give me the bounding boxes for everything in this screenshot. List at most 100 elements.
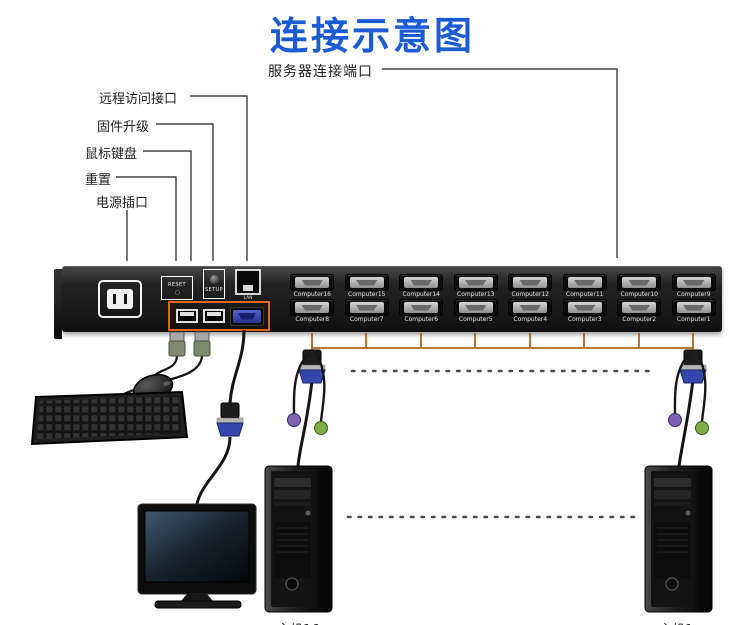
server-cable-bracket — [311, 333, 694, 352]
setup-button-icon — [209, 275, 219, 284]
reset-hole-icon — [174, 289, 180, 295]
mouse-graphic — [132, 373, 174, 403]
port-label: Computer16 — [293, 291, 331, 298]
usb-plug-icon — [168, 331, 186, 357]
vga-port-icon — [453, 274, 498, 291]
vga-face — [567, 302, 602, 313]
port-label: Computer4 — [513, 316, 548, 323]
keyboard-cable — [113, 355, 204, 400]
rack-ear — [54, 269, 62, 339]
server-ports-grid: Computer16 Computer8 Computer15 Computer… — [285, 274, 721, 324]
keyboard-graphic — [30, 390, 189, 446]
vga-face — [676, 277, 711, 288]
vga-port-icon — [399, 299, 444, 316]
port-column: Computer14 Computer6 — [394, 274, 449, 324]
vga-port-icon — [617, 299, 662, 316]
port-label: Computer13 — [457, 291, 495, 298]
rj45-icon — [235, 269, 261, 295]
usb-port-icon — [176, 309, 198, 323]
vga-face — [404, 277, 439, 288]
vga-port-icon — [344, 274, 389, 291]
vga-face — [349, 302, 384, 313]
port-column: Computer15 Computer7 — [340, 274, 395, 324]
port-column: Computer16 Computer8 — [285, 274, 340, 324]
vga-port-icon — [671, 299, 716, 316]
callout-remote-access: 远程访问接口 — [99, 92, 178, 107]
vga-port-icon — [290, 274, 335, 291]
port-label: Computer14 — [402, 291, 440, 298]
usb-port-icon — [203, 309, 225, 323]
vga-port-icon — [508, 299, 553, 316]
callout-lines — [116, 68, 618, 261]
vga-face — [622, 302, 657, 313]
port-label: Computer1 — [676, 316, 711, 323]
vga-port-icon — [290, 299, 335, 316]
vga-face — [295, 302, 330, 313]
port-label: Computer6 — [404, 316, 439, 323]
port-label: Computer3 — [567, 316, 602, 323]
dotted-continuation — [346, 369, 652, 519]
vga-connector-bundle-right — [669, 350, 709, 435]
setup-button: SETUP — [203, 269, 225, 299]
vga-face — [404, 302, 439, 313]
callout-reset: 重置 — [85, 173, 112, 188]
port-label: Computer11 — [566, 291, 604, 298]
vga-face — [513, 277, 548, 288]
vga-port-icon — [508, 274, 553, 291]
vga-face — [676, 302, 711, 313]
power-inlet-pins — [107, 289, 133, 309]
port-label: Computer10 — [620, 291, 658, 298]
port-label: Computer12 — [511, 291, 549, 298]
vga-port-icon — [562, 274, 607, 291]
lan-port: LAN — [234, 269, 262, 301]
vga-port-icon — [671, 274, 716, 291]
callout-mouse-keyboard: 鼠标键盘 — [85, 147, 138, 162]
port-label: Computer2 — [622, 316, 657, 323]
usb-plug-icon — [193, 331, 211, 357]
port-column: Computer12 Computer4 — [503, 274, 558, 324]
callout-server-ports: 服务器连接端口 — [268, 64, 373, 80]
computer-tower-left — [264, 465, 333, 613]
vga-connector-bundle-left — [288, 350, 328, 435]
reset-label: RESET — [167, 281, 187, 288]
console-ports-group — [168, 301, 270, 331]
port-label: Computer5 — [458, 316, 493, 323]
callout-firmware-upgrade: 固件升级 — [97, 120, 150, 135]
vga-face — [458, 277, 493, 288]
vga-port-icon — [399, 274, 444, 291]
port-label: Computer15 — [348, 291, 386, 298]
vga-face — [567, 277, 602, 288]
vga-face — [513, 302, 548, 313]
monitor-graphic — [137, 503, 257, 609]
console-vga-port — [230, 306, 264, 326]
vga-face — [233, 309, 261, 323]
kvm-switch-device: RESET SETUP LAN Computer16 Computer8 — [54, 266, 722, 339]
port-column: Computer10 Computer2 — [612, 274, 667, 324]
port-label: Computer9 — [676, 291, 711, 298]
setup-label: SETUP — [204, 287, 224, 293]
vga-port-icon — [344, 299, 389, 316]
vga-face — [622, 277, 657, 288]
port-label: Computer7 — [349, 316, 384, 323]
vga-port-icon — [562, 299, 607, 316]
reset-button: RESET — [161, 276, 193, 300]
vga-face — [295, 277, 330, 288]
computer-tower-right — [644, 465, 713, 613]
console-vga-connector — [216, 402, 244, 437]
callout-power-socket: 电源插口 — [96, 196, 149, 211]
lan-label: LAN — [243, 296, 253, 301]
port-column: Computer11 Computer3 — [558, 274, 613, 324]
port-column: Computer9 Computer1 — [667, 274, 722, 324]
vga-port-icon — [617, 274, 662, 291]
port-column: Computer13 Computer5 — [449, 274, 504, 324]
port-label: Computer8 — [295, 316, 330, 323]
power-inlet-port — [98, 280, 142, 318]
vga-face — [458, 302, 493, 313]
vga-port-icon — [453, 299, 498, 316]
page-title: 连接示意图 — [269, 14, 475, 58]
host-left-label: 主机16 — [277, 619, 320, 625]
cables — [113, 329, 695, 505]
host-right-label: 主机1 — [659, 619, 693, 625]
vga-face — [349, 277, 384, 288]
